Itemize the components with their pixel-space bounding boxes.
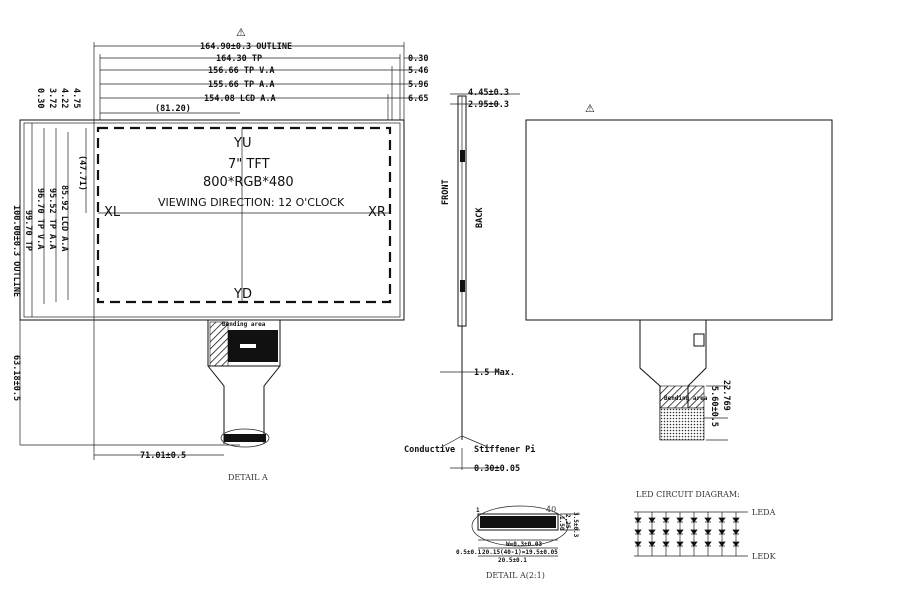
led-diode-icon: [648, 541, 656, 547]
dim-center-y: (47.71): [77, 155, 87, 191]
dim-outline-height: 100.00±0.3 OUTLINE: [11, 205, 21, 297]
led-diode-icon: [718, 541, 726, 547]
label-xl: XL: [104, 205, 121, 220]
dim-left-422: 4.22: [59, 88, 69, 108]
led-diode-icon: [718, 517, 726, 523]
detail-overall: 20.5±0.1: [498, 557, 527, 564]
dim-tp-va: 156.66 TP V.A: [208, 66, 275, 76]
led-circuit: [634, 511, 748, 557]
dim-lcd-aa-height: 85.92 LCD A.A: [59, 185, 69, 252]
led-diode-icon: [690, 541, 698, 547]
detail-a-drawing: [471, 505, 580, 557]
side-view: [439, 93, 520, 470]
dim-tp-width: 164.30 TP: [216, 54, 262, 64]
fpc-cable: [207, 319, 281, 448]
dim-fpc-length: 63.18±0.5: [11, 355, 21, 401]
dim-left-475: 4.75: [71, 88, 81, 108]
led-title: LED CIRCUIT DIAGRAM:: [636, 490, 740, 499]
detail-pin1: 1: [476, 507, 480, 514]
dim-offset-596: 5.96: [408, 80, 428, 90]
dim-center-x: (81.20): [155, 104, 191, 114]
label-yu: YU: [233, 136, 251, 151]
viewing-direction: VIEWING DIRECTION: 12 O'CLOCK: [158, 196, 345, 209]
dim-side-295: 2.95±0.3: [468, 100, 509, 110]
warning-icon: ⚠: [236, 26, 246, 39]
back-bending-label: Bending area: [664, 395, 708, 402]
detail-d2: 2.25: [564, 514, 571, 529]
detail-pin40: 40: [546, 505, 556, 514]
top-dimensions: [93, 42, 420, 460]
dim-left-030: 0.30: [35, 88, 45, 108]
led-diode-icon: [732, 529, 740, 535]
dim-tp-aa: 155.66 TP A.A: [208, 80, 275, 90]
dim-tp-aa-height: 95.52 TP A.A: [47, 188, 57, 249]
label-conductive: Conductive: [404, 444, 455, 455]
panel-resolution: 800*RGB*480: [203, 175, 294, 190]
detail-d1: 3.5±0.3: [572, 512, 579, 538]
detail-d3: 1.50: [558, 516, 565, 531]
dim-side-445: 4.45±0.3: [468, 88, 509, 98]
dim-offset-030: 0.30: [408, 54, 428, 64]
dim-fpc-thickness: 0.30±0.05: [474, 464, 520, 474]
led-diode-icon: [662, 541, 670, 547]
led-diode-icon: [704, 541, 712, 547]
led-diode-icon: [634, 529, 642, 535]
bending-area-label: Bending area: [222, 321, 266, 328]
led-diode-icon: [662, 529, 670, 535]
dim-back-22: 22.769: [721, 380, 731, 411]
led-diode-icon: [732, 517, 740, 523]
led-diode-icon: [704, 517, 712, 523]
led-diode-icon: [690, 529, 698, 535]
led-diode-icon: [690, 517, 698, 523]
led-diode-icon: [704, 529, 712, 535]
warning-icon-back: ⚠: [585, 102, 595, 115]
back-view: [525, 119, 833, 441]
led-diode-icon: [676, 529, 684, 535]
detail-total: 20.15(40-1)=19.5±0.05: [482, 549, 558, 556]
dim-tp-va-height: 96.70 TP V.A: [35, 188, 45, 249]
led-diode-icon: [676, 517, 684, 523]
label-xr: XR: [368, 205, 386, 220]
dim-offset-665: 6.65: [408, 94, 428, 104]
led-cathode-label: LEDK: [752, 552, 777, 561]
dim-fpc-offset: 71.01±0.5: [140, 451, 186, 461]
dim-offset-546: 5.46: [408, 66, 428, 76]
label-yd: YD: [233, 287, 252, 302]
led-diode-icon: [718, 529, 726, 535]
led-diode-icon: [648, 529, 656, 535]
detail-a-label: DETAIL A: [228, 473, 268, 482]
led-diode-icon: [634, 541, 642, 547]
dim-tp-height: 99.70 TP: [23, 210, 33, 251]
dim-outline-width: 164.90±0.3 OUTLINE: [200, 42, 292, 52]
led-diode-icon: [634, 517, 642, 523]
dim-max-thickness: 1.5 Max.: [474, 368, 515, 378]
led-diode-icon: [676, 541, 684, 547]
detail-title: DETAIL A(2:1): [486, 571, 545, 580]
panel-outline: [19, 119, 405, 321]
led-diode-icon: [732, 541, 740, 547]
dim-back-560: 5.60±0.5: [709, 386, 719, 427]
label-stiffener: Stiffener Pi: [474, 444, 535, 455]
led-anode-label: LEDA: [752, 508, 776, 517]
led-diode-icon: [648, 517, 656, 523]
dim-lcd-aa: 154.08 LCD A.A: [204, 94, 276, 104]
label-back: BACK: [475, 207, 485, 228]
panel-title: 7" TFT: [228, 157, 270, 172]
led-diode-icon: [662, 517, 670, 523]
dim-left-372: 3.72: [47, 88, 57, 108]
detail-pitch: W=0.3±0.03: [506, 541, 543, 548]
label-front: FRONT: [441, 179, 451, 205]
detail-edge: 0.5±0.1: [456, 549, 482, 556]
left-dimensions: [19, 120, 240, 446]
